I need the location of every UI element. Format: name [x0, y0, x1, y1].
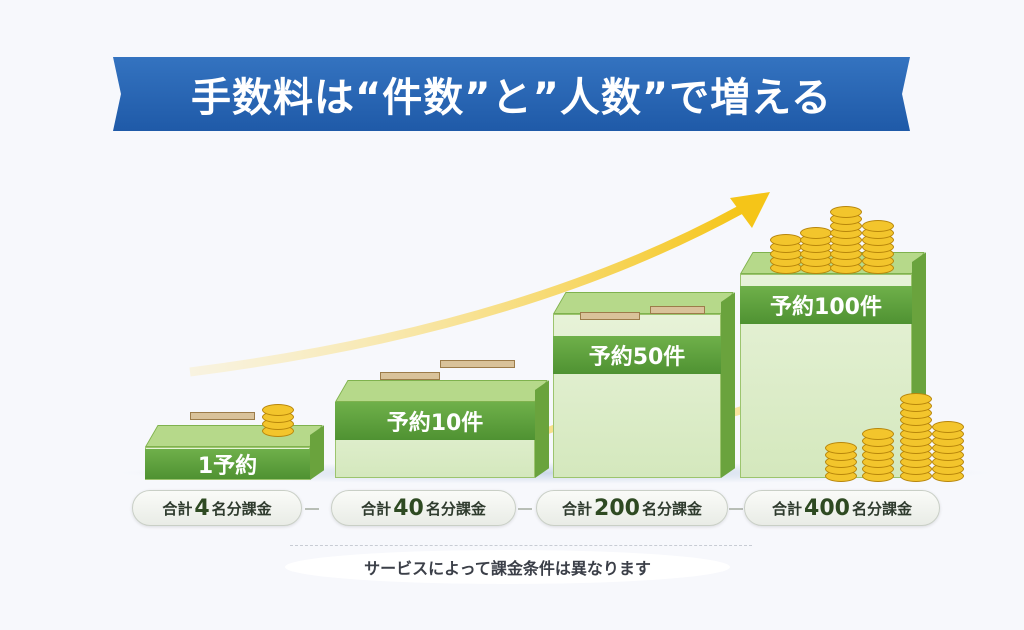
pill-prefix: 合計 [562, 499, 593, 518]
coin [900, 393, 932, 405]
coin [862, 220, 894, 232]
pill-suffix: 名分課金 [425, 499, 486, 518]
coin [262, 404, 294, 416]
pill-number: 4 [194, 495, 210, 521]
divider [518, 508, 532, 510]
pill-prefix: 合計 [772, 499, 803, 518]
step-label: 1予約 [145, 449, 310, 479]
pill-number: 400 [804, 495, 850, 521]
coin [770, 234, 802, 246]
coin [800, 227, 832, 239]
coin [862, 428, 894, 440]
step-label: 予約10件 [335, 402, 535, 440]
pill-number: 40 [393, 495, 424, 521]
pill-suffix: 名分課金 [851, 499, 912, 518]
coin [932, 421, 964, 433]
title-banner: 手数料は“件数”と”人数”で増える [113, 57, 910, 131]
pill-suffix: 名分課金 [211, 499, 272, 518]
coin [830, 206, 862, 218]
pill-prefix: 合計 [162, 499, 193, 518]
step-block-1: 1予約 [145, 425, 324, 480]
pill-suffix: 名分課金 [641, 499, 702, 518]
pill-number: 200 [594, 495, 640, 521]
step-label: 予約100件 [740, 286, 912, 324]
title: 手数料は“件数”と”人数”で増える [191, 75, 832, 121]
step-label: 予約50件 [553, 336, 721, 374]
pill-prefix: 合計 [361, 499, 392, 518]
coin [825, 442, 857, 454]
disclaimer-note: サービスによって課金条件は異なります [285, 550, 730, 584]
step-block-2: 予約10件 [335, 380, 549, 478]
divider [290, 545, 752, 546]
divider [305, 508, 319, 510]
divider [729, 508, 743, 510]
step-block-3: 予約50件 [553, 292, 735, 478]
